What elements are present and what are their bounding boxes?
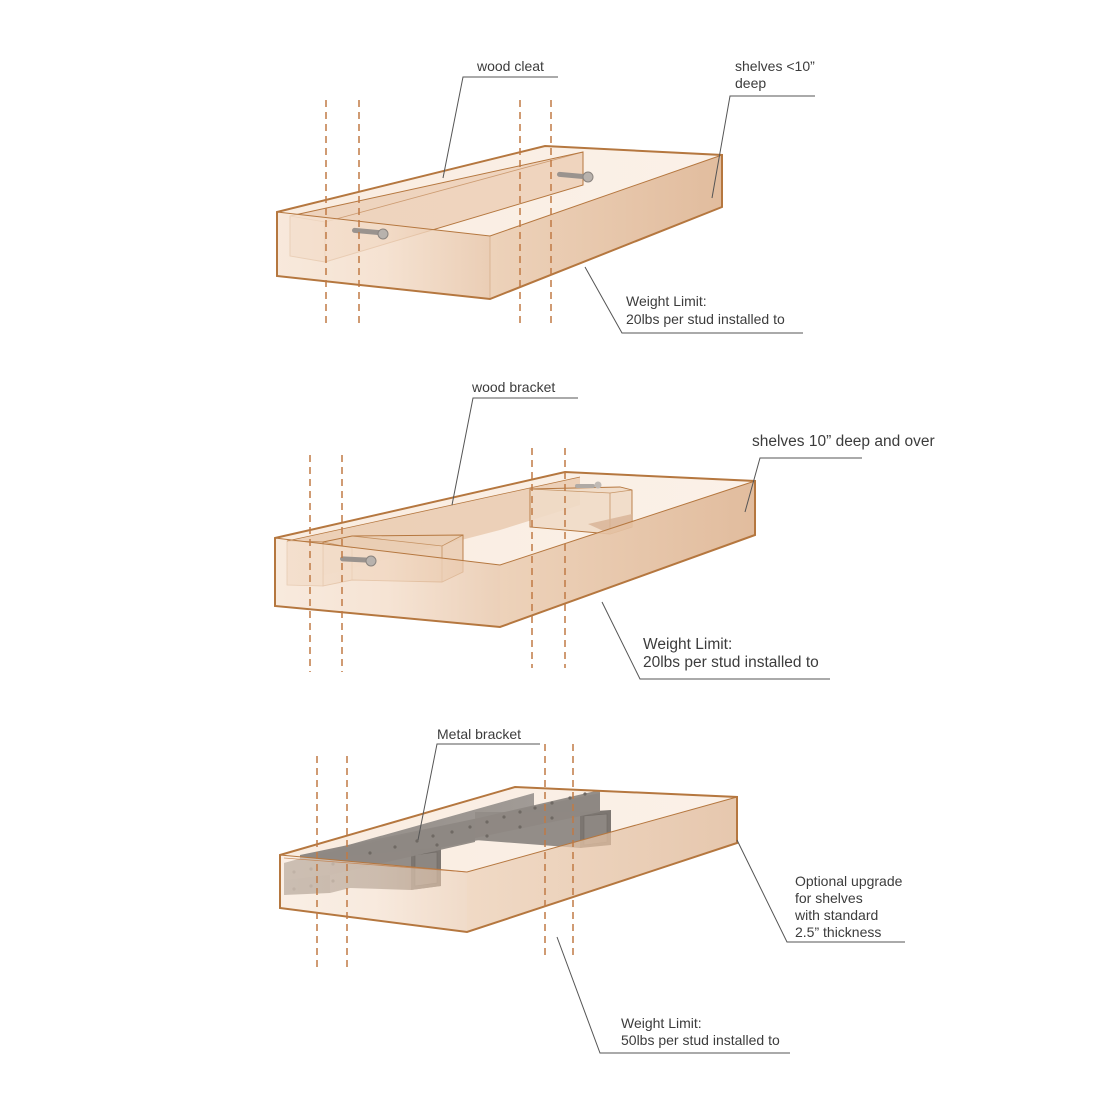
- screw-icon: [557, 171, 594, 183]
- label-weight-value: 50lbs per stud installed to: [621, 1032, 780, 1048]
- label-weight-title: Weight Limit:: [621, 1015, 702, 1031]
- label-upgrade-line3: with standard: [795, 907, 879, 923]
- shelf-front-face: [277, 212, 490, 299]
- panel-metal-bracket: [279, 743, 905, 1054]
- screw-icon: [340, 555, 377, 567]
- label-wood-cleat: wood cleat: [477, 58, 544, 74]
- label-wood-bracket: wood bracket: [472, 379, 556, 395]
- label-weight-value: 20lbs per stud installed to: [643, 654, 819, 671]
- label-upgrade-line4: 2.5” thickness: [795, 924, 882, 940]
- label-metal-bracket: Metal bracket: [437, 726, 522, 742]
- leader-lines: [451, 397, 862, 680]
- label-weight-title: Weight Limit:: [626, 293, 707, 309]
- label-depth-line1: shelves <10”: [735, 58, 815, 74]
- shelf-front-face: [280, 855, 467, 932]
- panel-wood-cleat: [276, 76, 815, 334]
- screw-icon: [575, 481, 602, 489]
- label-weight-value: 20lbs per stud installed to: [626, 311, 785, 327]
- panel-wood-bracket: [274, 397, 862, 680]
- label-weight-title: Weight Limit:: [643, 636, 733, 653]
- shelf-side-face: [490, 155, 722, 299]
- shelf-front-face: [275, 538, 500, 627]
- leader-lines: [442, 76, 815, 334]
- shelf-side-face: [500, 481, 755, 627]
- label-upgrade-line1: Optional upgrade: [795, 873, 903, 889]
- label-depth: shelves 10” deep and over: [752, 433, 935, 450]
- label-depth-line2: deep: [735, 75, 767, 91]
- shelf-side-face: [467, 797, 737, 932]
- stud-lines: [325, 100, 552, 327]
- stud-lines: [309, 448, 566, 672]
- leader-lines: [417, 743, 905, 1054]
- label-upgrade-line2: for shelves: [795, 890, 863, 906]
